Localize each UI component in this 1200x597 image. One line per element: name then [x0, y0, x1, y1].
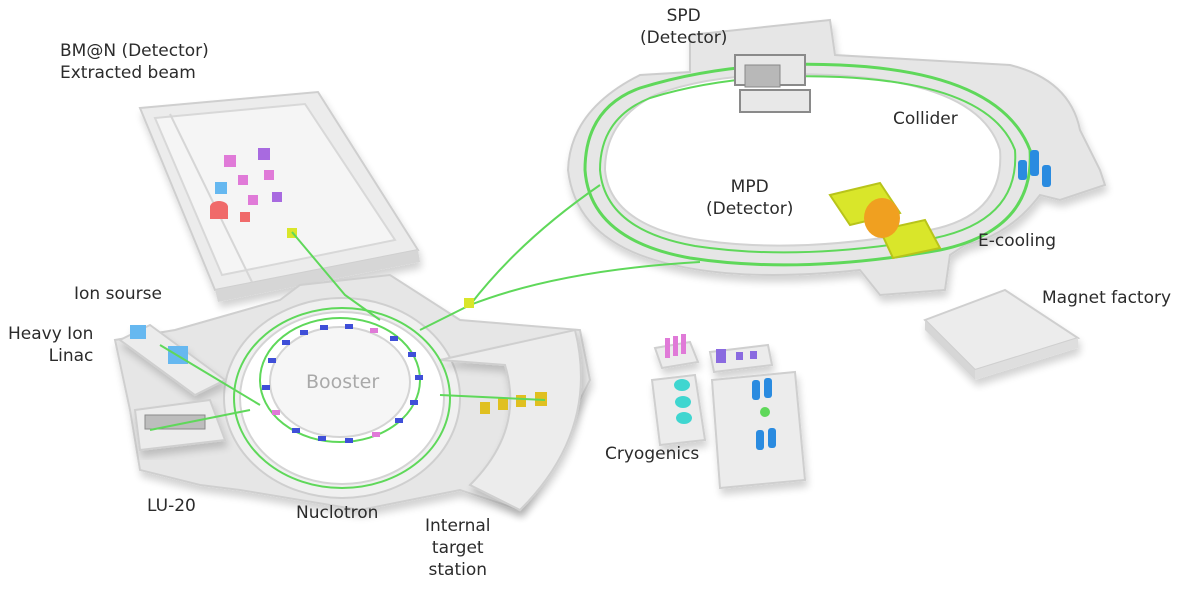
collider-building — [566, 18, 1107, 297]
bmn-label: BM@N (Detector) Extracted beam — [60, 41, 209, 83]
bmn-magnets — [210, 148, 297, 238]
collider-label: Collider — [893, 109, 958, 129]
internal-target-hall — [439, 328, 582, 512]
nuclotron-building — [113, 273, 592, 512]
linac-building — [118, 323, 227, 397]
cryogenics-buildings — [650, 340, 807, 490]
beam-lines — [149, 184, 701, 431]
magnet-factory-building — [923, 288, 1081, 380]
cryogenics-equipment — [665, 334, 776, 450]
magnet-factory-label: Magnet factory — [1042, 288, 1172, 308]
mpd-label: MPD (Detector) — [706, 177, 794, 219]
cryogenics-label: Cryogenics — [605, 444, 700, 464]
spd-label: SPD (Detector) — [640, 6, 728, 48]
beam-splitter-magnet — [464, 298, 474, 308]
e-cooling-label: E-cooling — [978, 231, 1057, 251]
lu20-label: LU-20 — [147, 496, 196, 516]
internal-target-label: Internal target station — [425, 516, 491, 580]
ring-magnets — [262, 324, 423, 443]
collider-ring — [583, 62, 1032, 267]
nuclotron-label: Nuclotron — [296, 503, 379, 523]
linac-label: Heavy Ion Linac — [8, 324, 94, 366]
ion-source-label: Ion sourse — [74, 284, 162, 304]
mpd-detector — [828, 181, 942, 260]
bmn-hall — [138, 90, 420, 302]
booster-label: Booster — [306, 371, 380, 393]
spd-detector — [734, 54, 811, 113]
e-cooling-unit — [1018, 150, 1051, 187]
